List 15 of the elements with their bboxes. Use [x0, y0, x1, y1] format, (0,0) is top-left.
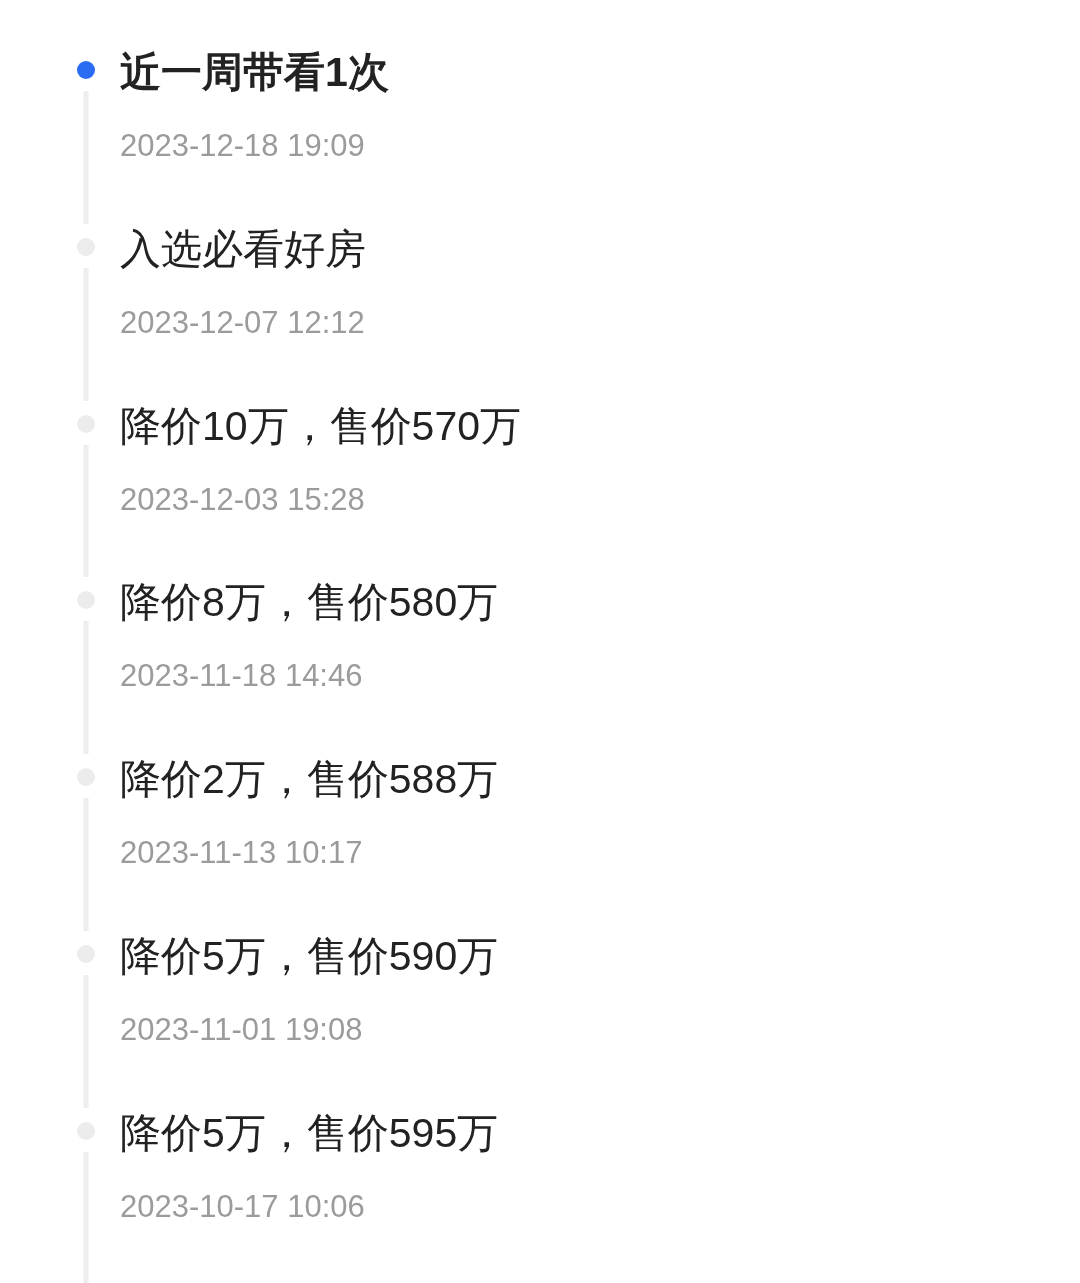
event-time: 2023-12-07 12:12	[120, 305, 365, 341]
event-title: 降价2万，售价588万	[120, 755, 499, 803]
event-title: 降价5万，售价590万	[120, 932, 499, 980]
event-time: 2023-11-13 10:17	[120, 835, 363, 871]
event-title: 降价8万，售价580万	[120, 578, 499, 626]
event-time: 2023-11-18 14:46	[120, 658, 363, 694]
event-title: 降价10万，售价570万	[120, 402, 521, 450]
event-time: 2023-11-01 19:08	[120, 1012, 363, 1048]
event-time: 2023-12-18 19:09	[120, 128, 365, 164]
event-time: 2023-12-03 15:28	[120, 482, 365, 518]
event-title: 近一周带看1次	[120, 48, 389, 96]
timeline-dot	[77, 61, 95, 79]
event-time: 2023-10-17 10:06	[120, 1189, 365, 1225]
event-title: 降价5万，售价595万	[120, 1109, 499, 1157]
event-title: 入选必看好房	[120, 225, 366, 273]
